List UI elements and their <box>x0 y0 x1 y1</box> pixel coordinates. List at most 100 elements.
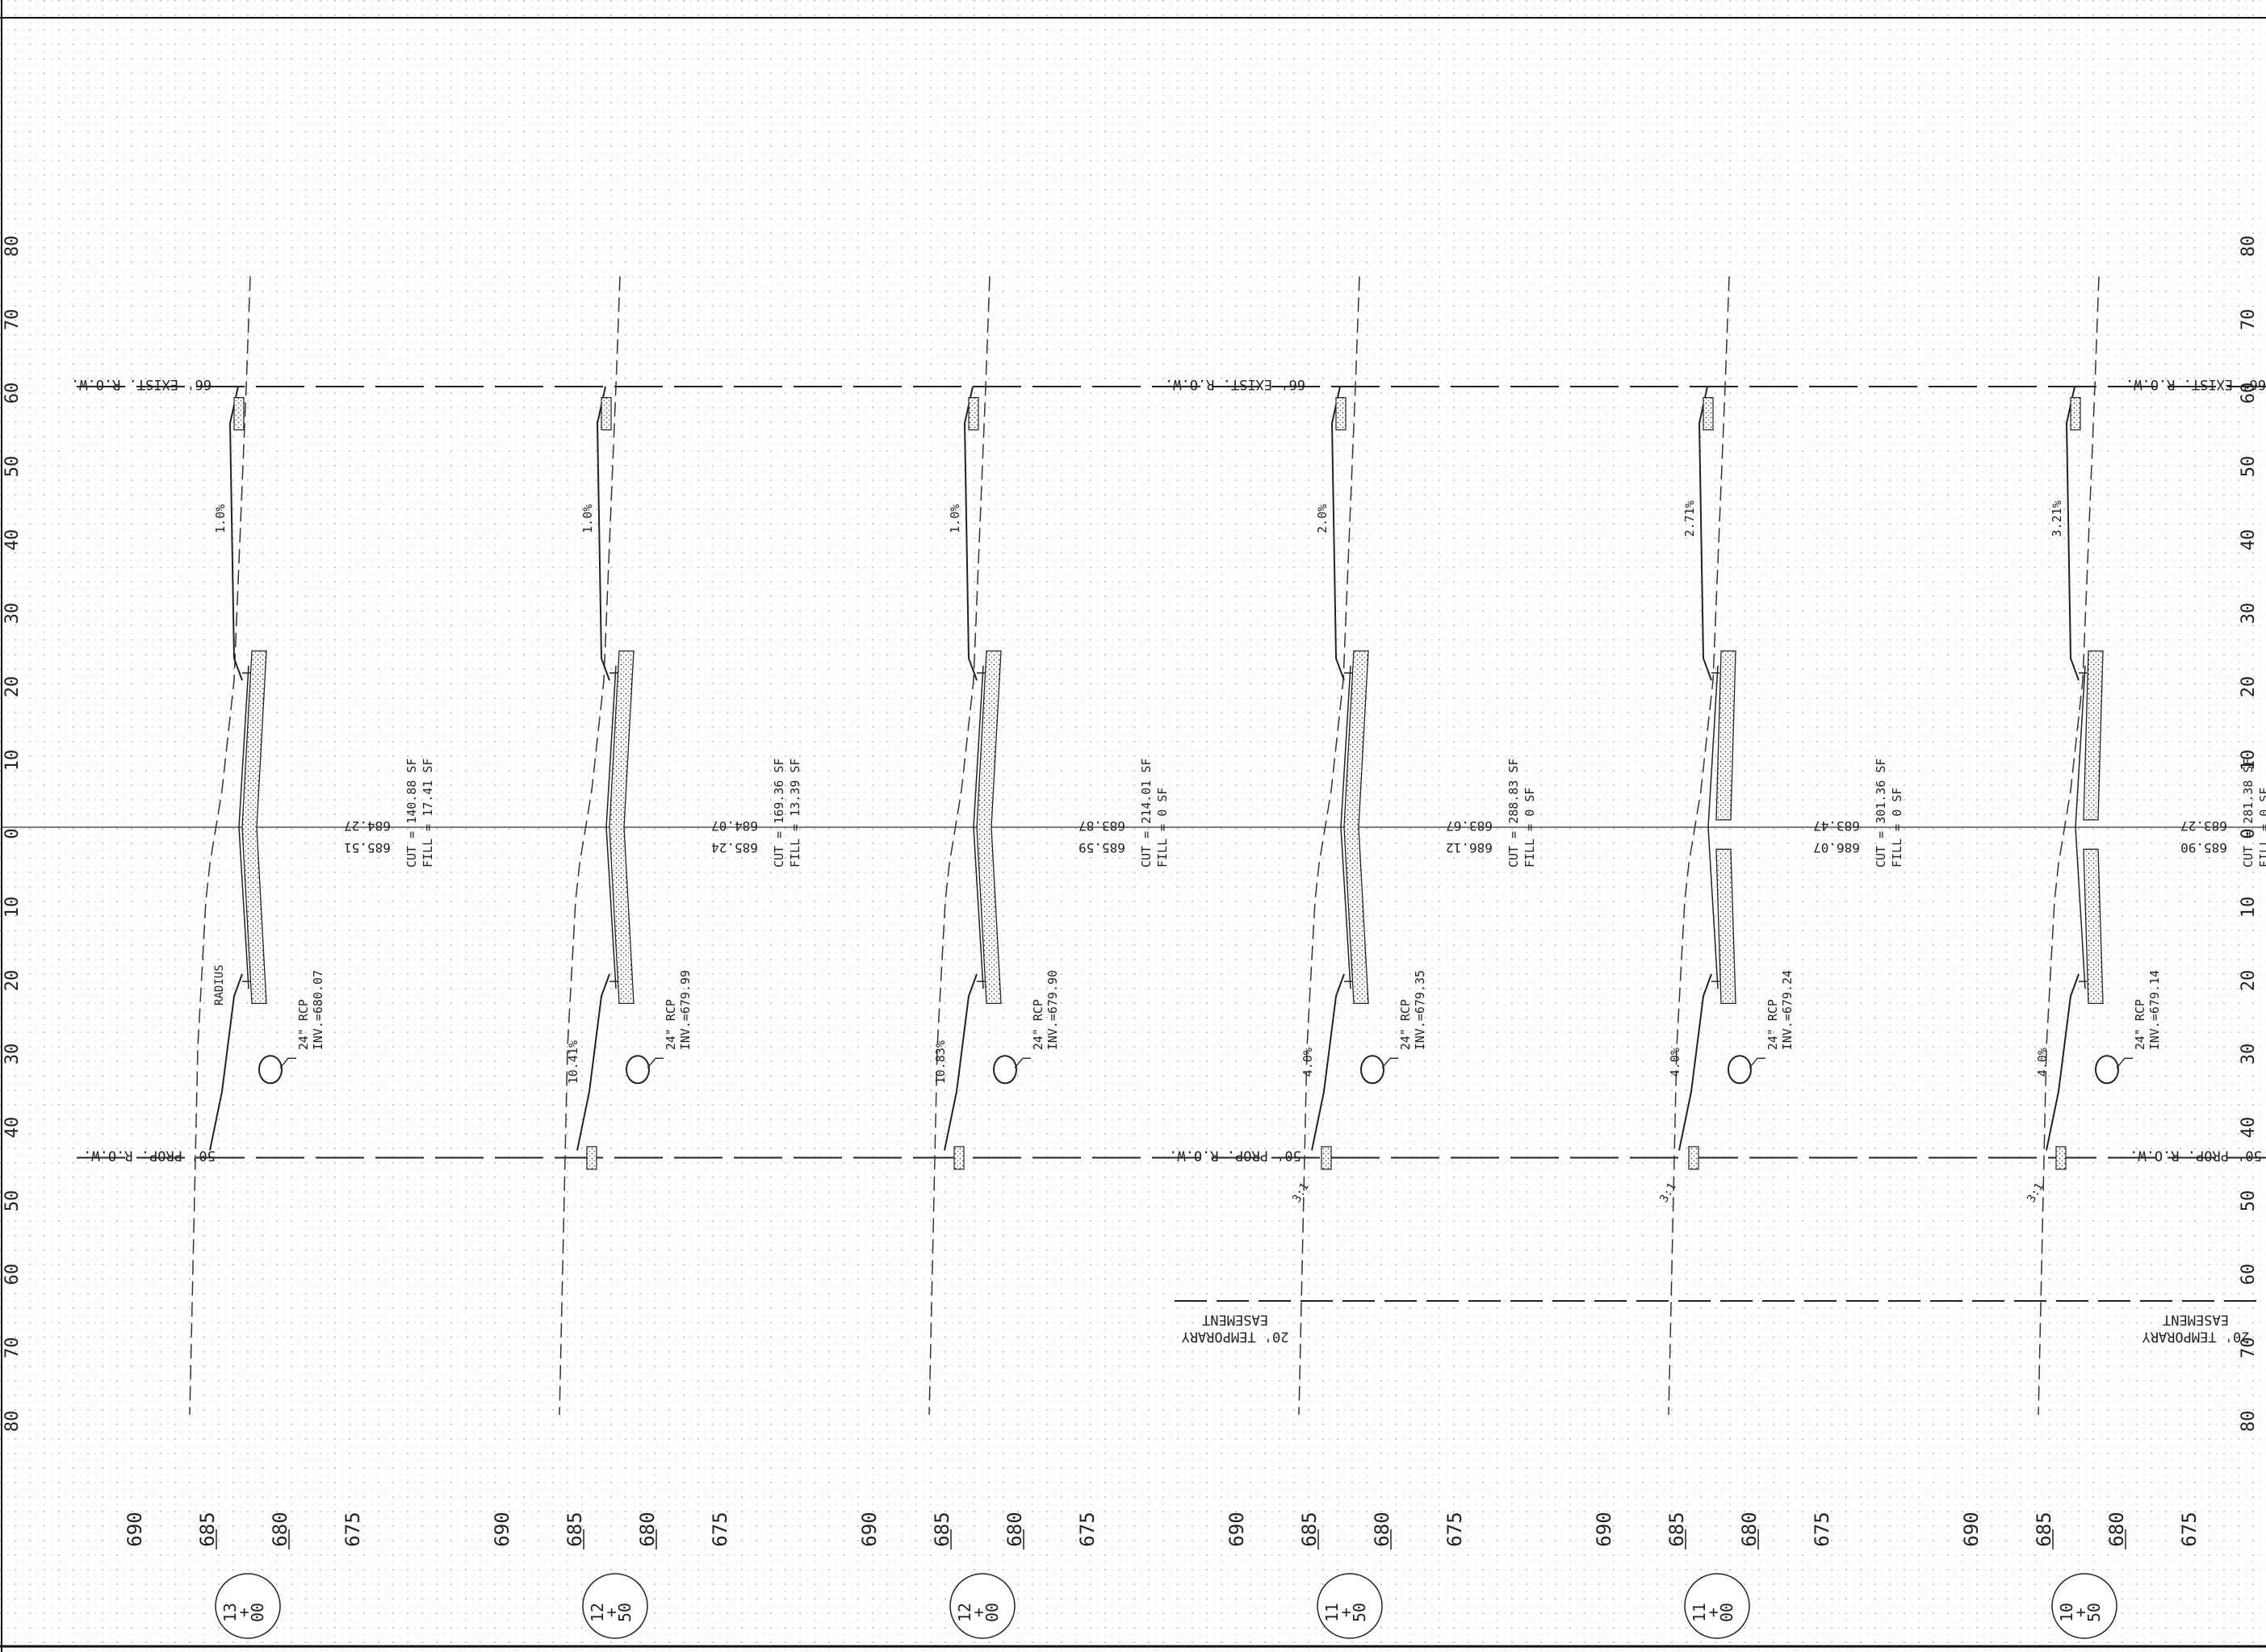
curb-block-bottom <box>586 1146 597 1170</box>
elevation-proposed-label: 683.27 <box>2180 818 2227 834</box>
cut-quantity-label: CUT = 140.88 SF <box>404 759 419 868</box>
curb-block-top <box>601 397 612 431</box>
fill-quantity-label: FILL = 0 SF <box>1155 788 1170 868</box>
elevation-tick: 690 <box>124 1512 146 1546</box>
elevation-tick: 680 <box>269 1512 291 1546</box>
elevation-tick: 680 <box>1738 1512 1761 1546</box>
proposed-grade-right <box>1678 973 1712 1151</box>
slope-label-bottom: 4.0% <box>2035 1048 2050 1077</box>
pavement-slab <box>609 650 635 1005</box>
existing-ground-line <box>1668 276 1730 1416</box>
exist-row-label: 66' EXIST. R.O.W. <box>1165 376 1305 392</box>
pipe-invert-label: INV.=679.24 <box>1780 970 1795 1050</box>
offset-tick-right: 20 <box>2239 676 2259 698</box>
slope-label-bottom: 10.41% <box>566 1040 580 1084</box>
curb-block-bottom <box>2055 1146 2067 1170</box>
curb-block-top <box>1703 397 1714 431</box>
pavement-slab <box>1715 650 1736 821</box>
prop-row-label: 50' PROP. R.O.W. <box>1169 1148 1301 1164</box>
offset-tick-left: 30 <box>2 1043 23 1065</box>
station-label: + <box>2071 1608 2090 1617</box>
station-label: 10 <box>2057 1603 2076 1622</box>
pavement-surface <box>1707 665 1719 989</box>
elevation-tick: 680 <box>1003 1512 1026 1546</box>
offset-tick-right: 20 <box>2239 970 2259 992</box>
proposed-grade-right <box>2046 973 2080 1151</box>
station-label: + <box>969 1608 988 1617</box>
offset-tick-right: 10 <box>2239 750 2259 772</box>
elevation-proposed-label: 683.67 <box>1446 818 1493 834</box>
slope-label-top: 3.21% <box>2050 500 2064 537</box>
offset-tick-left: 40 <box>2 1117 23 1139</box>
pavement-surface <box>605 665 617 989</box>
cut-quantity-label: CUT = 288.83 SF <box>1506 759 1521 868</box>
elevation-existing-label: 685.90 <box>2180 840 2227 855</box>
slope-label-bottom: 10.83% <box>933 1040 948 1084</box>
curb-block-top <box>968 397 979 431</box>
station-bubble <box>582 1573 648 1639</box>
elevation-proposed-label: 683.87 <box>1079 818 1125 834</box>
offset-tick-left: 60 <box>2 383 23 404</box>
pavement-slab <box>1715 848 1736 1005</box>
offset-tick-left: 40 <box>2 529 23 551</box>
elevation-tick: 680 <box>636 1512 659 1546</box>
temp-easement-label: 20' TEMPORARY <box>2142 1328 2249 1345</box>
fill-quantity-label: FILL = 0 SF <box>1523 788 1537 868</box>
radius-label: RADIUS <box>213 964 226 1006</box>
pipe-leader <box>2116 1057 2133 1069</box>
offset-tick-left: 10 <box>2 750 23 772</box>
station-bubble <box>215 1573 281 1639</box>
storm-pipe <box>258 1055 283 1085</box>
elevation-tick: 685 <box>931 1512 953 1546</box>
elevation-tick: 685 <box>563 1512 586 1546</box>
station-bubble <box>949 1573 1016 1639</box>
pavement-slab <box>2083 848 2104 1005</box>
elevation-tick: 690 <box>1225 1512 1248 1546</box>
existing-ground-line <box>2038 276 2100 1416</box>
curb-block-top <box>2070 397 2081 431</box>
station-label: + <box>1336 1608 1355 1617</box>
temp-easement-label: EASEMENT <box>2163 1311 2229 1328</box>
station-label: 00 <box>982 1603 1002 1622</box>
elevation-tick: 675 <box>341 1512 364 1546</box>
fill-quantity-label: FILL = 17.41 SF <box>421 759 435 868</box>
elevation-tick: 690 <box>1960 1512 1983 1546</box>
storm-pipe <box>1728 1055 1752 1085</box>
elevation-tick: 680 <box>2105 1512 2128 1546</box>
offset-tick-right: 30 <box>2239 603 2259 625</box>
offset-tick-right: 40 <box>2239 529 2259 551</box>
existing-ground-line <box>189 276 251 1416</box>
offset-tick-right: 80 <box>2239 1411 2259 1432</box>
elevation-tick: 680 <box>1371 1512 1393 1546</box>
elevation-tick: 685 <box>1298 1512 1321 1546</box>
exist-row-label: 66' EXIST. R.O.W. <box>71 376 212 392</box>
pavement-slab <box>241 650 267 1005</box>
offset-tick-right: 10 <box>2239 897 2259 918</box>
curb-block-top <box>233 397 245 431</box>
elevation-tick: 685 <box>1665 1512 1688 1546</box>
offset-tick-left: 70 <box>2 309 23 331</box>
pipe-size-label: 24" RCP <box>296 999 311 1050</box>
elevation-tick: 675 <box>2178 1512 2201 1546</box>
elevation-tick: 675 <box>1811 1512 1833 1546</box>
curb-block-top <box>1335 397 1347 431</box>
elevation-tick: 690 <box>858 1512 881 1546</box>
pavement-surface <box>238 665 249 989</box>
station-bubble <box>1684 1573 1750 1639</box>
station-label: 50 <box>2084 1603 2104 1622</box>
cut-quantity-label: CUT = 214.01 SF <box>1139 759 1154 868</box>
elevation-tick: 675 <box>1076 1512 1099 1546</box>
pipe-size-label: 24" RCP <box>1765 999 1780 1050</box>
elevation-existing-label: 686.07 <box>1813 840 1860 855</box>
proposed-grade-right <box>1311 973 1345 1151</box>
offset-tick-left: 80 <box>2 236 23 257</box>
existing-ground-line <box>1298 276 1360 1416</box>
offset-tick-left: 70 <box>2 1337 23 1359</box>
station-label: 13 <box>220 1603 240 1622</box>
elevation-tick: 685 <box>196 1512 219 1546</box>
cut-quantity-label: CUT = 169.36 SF <box>772 759 786 868</box>
